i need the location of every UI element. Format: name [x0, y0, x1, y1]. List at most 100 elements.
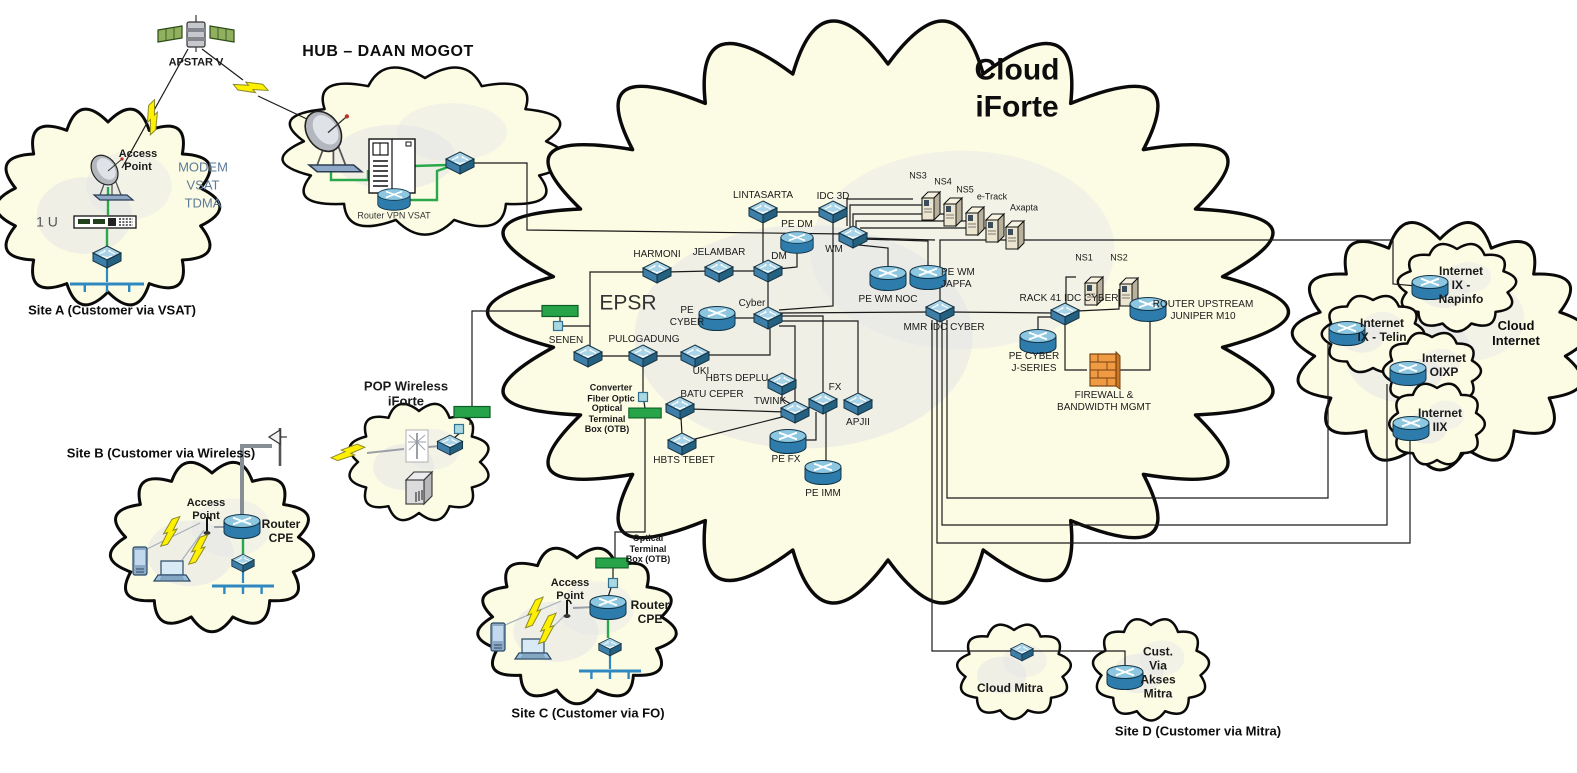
edge-32	[181, 529, 205, 561]
otb-senen[interactable]	[541, 304, 579, 318]
internet-ix-napinfo-router[interactable]	[1411, 275, 1449, 300]
router-vpn-vsat[interactable]	[377, 188, 411, 211]
edge-1	[201, 48, 244, 81]
edge-24	[471, 310, 542, 406]
edge-17	[778, 220, 834, 311]
site-b-ap-antenna[interactable]	[203, 516, 212, 535]
hub-vsat-dish[interactable]	[298, 104, 364, 173]
edge-9	[470, 162, 847, 235]
cloud-mitra-switch[interactable]	[1009, 642, 1035, 662]
twink-switch[interactable]	[779, 400, 811, 424]
site-a-vsat-dish[interactable]	[86, 150, 135, 201]
lightning-bolt-icon	[537, 612, 558, 645]
pe-wm-noc-router[interactable]	[869, 266, 907, 291]
firewall[interactable]	[1089, 350, 1121, 390]
pe-fx-router[interactable]	[769, 429, 807, 454]
pe-imm-router[interactable]	[804, 460, 842, 485]
pe-cyber-j-series-router[interactable]	[1019, 329, 1057, 354]
site-b-router-cpe[interactable]	[223, 514, 261, 539]
axapta-server[interactable]	[1004, 219, 1026, 251]
site-a-modem-1u[interactable]	[73, 215, 137, 229]
edge-51	[946, 320, 1329, 499]
edge-21	[704, 328, 771, 356]
hub-server[interactable]	[368, 138, 416, 194]
site-b-switch[interactable]	[230, 553, 256, 573]
internet-oixp-router[interactable]	[1389, 361, 1427, 386]
edge-35	[846, 198, 913, 226]
edge-53	[936, 320, 1411, 544]
site-b-laptop[interactable]	[152, 560, 192, 582]
edge-48	[1037, 316, 1052, 330]
router-upstream-juniper-m10[interactable]	[1129, 297, 1167, 322]
lightning-bolt-icon	[187, 533, 209, 566]
apstar-v-satellite[interactable]	[157, 15, 235, 52]
batu-ceper-switch[interactable]	[664, 396, 696, 420]
ns4-server[interactable]	[942, 196, 964, 228]
site-c-lan-bus	[579, 669, 641, 679]
internet-ix-telin-router[interactable]	[1328, 321, 1366, 346]
otb-site-c[interactable]	[595, 557, 629, 569]
edge-65	[643, 401, 646, 409]
uki-switch[interactable]	[679, 344, 711, 368]
ns3-server[interactable]	[920, 190, 942, 222]
otb-pop[interactable]	[453, 405, 491, 419]
converter-pop[interactable]	[453, 423, 465, 435]
senen-switch[interactable]	[572, 344, 604, 368]
converter-site-c[interactable]	[607, 577, 619, 589]
fx-switch[interactable]	[807, 391, 839, 415]
edge-49	[1064, 322, 1087, 371]
mmr-idc-cyber-switch[interactable]	[924, 299, 956, 323]
edge-61	[690, 415, 787, 441]
internet-iix-router[interactable]	[1392, 416, 1430, 441]
edge-44	[779, 311, 931, 314]
hbts-deplu-switch[interactable]	[766, 372, 798, 396]
cust-mitra-router[interactable]	[1106, 665, 1144, 690]
lintasarta-switch[interactable]	[747, 200, 779, 224]
dm-switch[interactable]	[752, 259, 784, 283]
pe-wm-japfa-router[interactable]	[909, 265, 947, 290]
converter-pulogadung[interactable]	[637, 391, 649, 403]
site-c-pda[interactable]	[490, 622, 506, 652]
site-b-pda[interactable]	[132, 546, 148, 576]
rack-41-idc-cyber-switch[interactable]	[1049, 302, 1081, 326]
e-track-server[interactable]	[984, 212, 1006, 244]
cyber-switch[interactable]	[752, 306, 784, 330]
edge-29	[240, 444, 272, 519]
cloud-site-a	[0, 107, 222, 307]
apjii-switch[interactable]	[842, 392, 874, 416]
pop-radio-antenna[interactable]	[405, 429, 429, 463]
pop-switch[interactable]	[436, 434, 464, 456]
site-a-switch[interactable]	[91, 245, 123, 269]
jelambar-switch[interactable]	[703, 259, 735, 283]
converter-senen[interactable]	[552, 320, 564, 332]
pe-dm-router[interactable]	[780, 231, 814, 254]
cloud-site-c	[476, 546, 678, 706]
pe-cyber-router[interactable]	[698, 306, 736, 331]
hub-switch[interactable]	[444, 151, 476, 175]
site-c-router-cpe[interactable]	[589, 595, 627, 620]
edge-50	[1119, 321, 1151, 371]
edge-12	[777, 253, 798, 270]
hub-daan-mogot-title: HUB – DAAN MOGOT	[302, 43, 474, 60]
otb-pulogadung[interactable]	[628, 407, 662, 419]
site-c-ap-antenna[interactable]	[563, 599, 572, 618]
ns5-server[interactable]	[964, 205, 986, 237]
harmoni-switch[interactable]	[641, 260, 673, 284]
edge-43	[939, 239, 1418, 302]
site-a-lan-bus	[70, 282, 144, 292]
pop-equipment[interactable]	[404, 470, 434, 506]
wm-switch[interactable]	[837, 225, 869, 249]
edge-28	[366, 448, 405, 454]
edge-14	[665, 270, 711, 273]
site-a-caption: Site A (Customer via VSAT)	[28, 302, 196, 318]
lightning-bolt-icon	[232, 81, 270, 94]
pulogadung-switch[interactable]	[627, 344, 659, 368]
ns1-server[interactable]	[1083, 275, 1105, 307]
hbts-tebet-switch[interactable]	[666, 432, 698, 456]
site-c-switch[interactable]	[597, 637, 623, 657]
site-b-relay-mast[interactable]	[267, 428, 287, 466]
cloud-internet-title: Cloud Internet	[1492, 318, 1540, 348]
idc-3d-switch[interactable]	[817, 200, 849, 224]
